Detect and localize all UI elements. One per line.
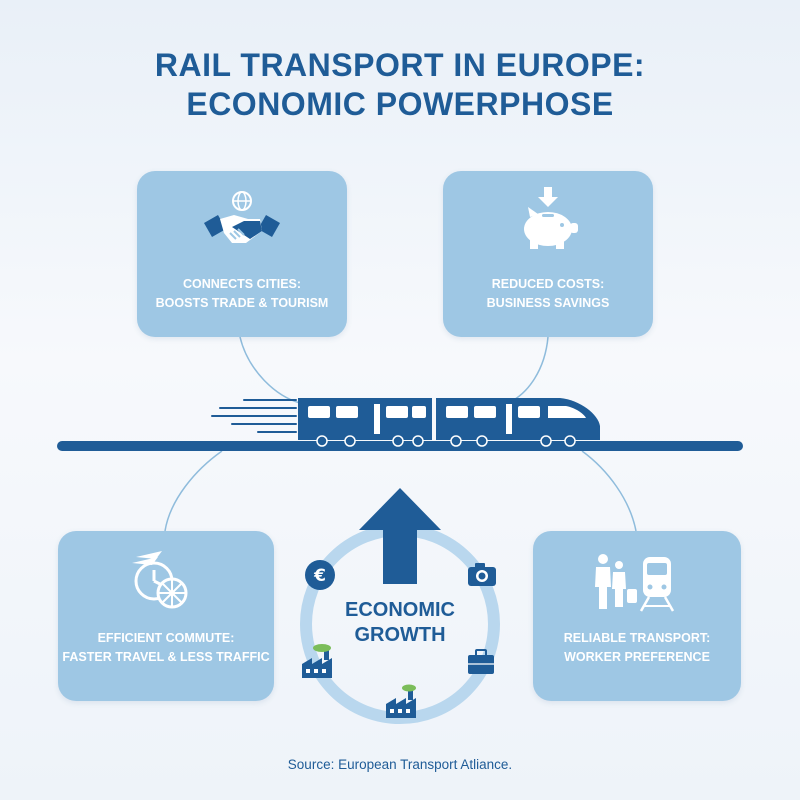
connector-line [239,336,301,404]
card-title: CONNECTS CITIES: [182,277,302,291]
card-efficient-commute: EFFICIENT COMMUTE: FASTER TRAVEL & LESS … [58,531,274,701]
train-icon [298,398,600,447]
title-line: ECONOMIC POWERPHOSE [186,86,614,122]
camera-icon [468,563,496,586]
card-title: REDUCED COSTS: [491,277,605,291]
card-subtitle: BUSINESS SAVINGS [486,296,610,310]
factory-icon [302,644,332,678]
factory-icon [386,684,416,718]
svg-text:€: € [313,566,326,586]
clock-wheel-icon [132,551,188,609]
euro-icon: € [305,560,335,590]
connector-line [164,450,223,532]
card-title: RELIABLE TRANSPORT: [563,631,711,645]
briefcase-icon [468,649,494,674]
card-subtitle: WORKER PREFERENCE [564,650,710,664]
connector-line [581,450,637,532]
growth-label: ECONOMIC GROWTH [318,598,482,648]
growth-label-line: GROWTH [354,624,446,646]
up-arrow-icon [359,488,441,584]
card-title: EFFICIENT COMMUTE: [97,631,235,645]
handshake-globe-icon [204,191,280,243]
growth-label-line: ECONOMIC [345,599,455,621]
page-title: RAIL TRANSPORT IN EUROPE: ECONOMIC POWER… [0,46,800,124]
commuters-train-icon [595,554,675,612]
card-subtitle: FASTER TRAVEL & LESS TRAFFIC [62,650,270,664]
connector-line [509,336,549,403]
card-subtitle: BOOSTS TRADE & TOURISM [155,296,329,310]
card-reduced-costs: REDUCED COSTS: BUSINESS SAVINGS [443,171,653,337]
speed-lines [211,399,297,433]
card-reliable-transport: RELIABLE TRANSPORT: WORKER PREFERENCE [533,531,741,701]
card-connects-cities: CONNECTS CITIES: BOOSTS TRADE & TOURISM [137,171,347,337]
piggy-bank-icon [524,187,578,249]
source-note: Source: European Transport Atliance. [287,757,513,772]
title-line: RAIL TRANSPORT IN EUROPE: [154,47,646,83]
